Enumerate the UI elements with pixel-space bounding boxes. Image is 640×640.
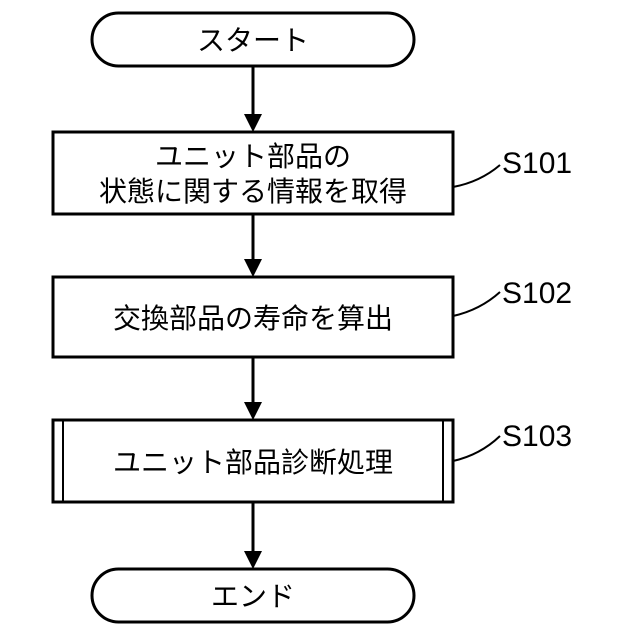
leader-s103	[453, 436, 500, 461]
step-s101-line-2: 状態に関する情報を取得	[99, 175, 407, 208]
step-s102-id: S102	[502, 277, 572, 310]
step-s102-line-1: 交換部品の寿命を算出	[113, 302, 393, 335]
start-label: スタート	[197, 24, 309, 57]
step-s101-line-1: ユニット部品の	[155, 140, 351, 173]
leader-s101	[453, 165, 500, 187]
arrowhead-start-s101	[244, 114, 262, 132]
step-s103-id: S103	[502, 420, 572, 453]
arrowhead-s103-end	[244, 551, 262, 569]
arrowhead-s101-s102	[244, 259, 262, 277]
leader-s102	[453, 292, 500, 316]
step-s101-id: S101	[502, 147, 572, 180]
arrowhead-s102-s103	[244, 402, 262, 420]
end-label: エンド	[211, 580, 295, 613]
step-s103-line-1: ユニット部品診断処理	[113, 446, 393, 479]
